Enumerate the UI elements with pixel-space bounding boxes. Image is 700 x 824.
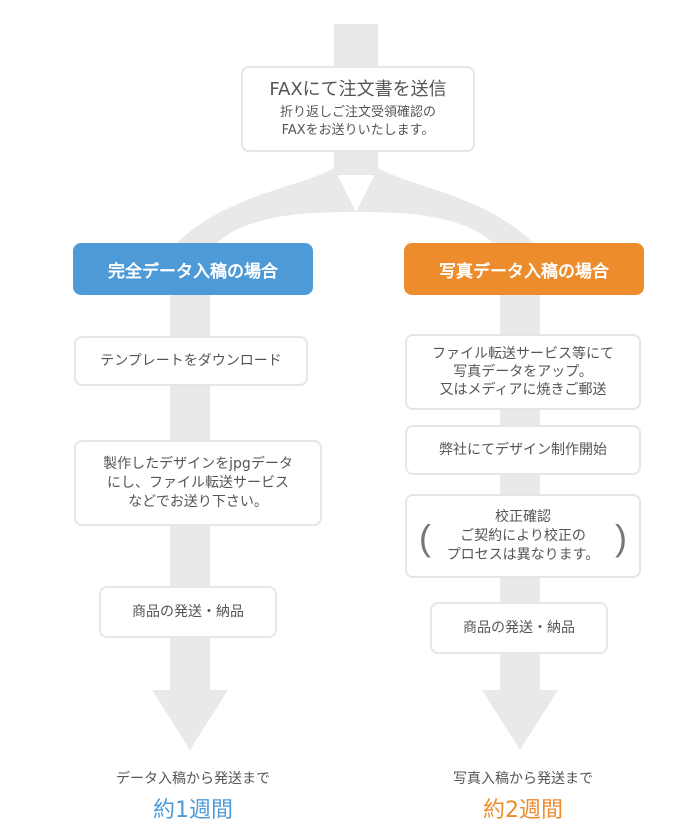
fax-title: FAXにて注文書を送信 (269, 79, 447, 100)
right-arrowhead (482, 690, 558, 750)
right-step-proof-check: ( 校正確認 ご契約により校正の プロセスは異なります。 ) (405, 494, 641, 578)
fax-subtext-1: 折り返しご注文受領確認の (279, 105, 436, 120)
right-step3-line2: ご契約により校正の (460, 527, 586, 544)
left-step2-line2: にし、ファイル転送サービス (107, 474, 289, 491)
fax-subtext-2: FAXをお送りいたします。 (281, 123, 435, 138)
right-step1-line1: ファイル転送サービス等にて (432, 346, 614, 362)
left-arrowhead (152, 690, 228, 750)
right-step3-line1: 校正確認 (495, 508, 551, 525)
right-step2-text: 弊社にてデザイン制作開始 (439, 441, 607, 458)
right-path-header: 写真データ入稿の場合 (404, 243, 644, 295)
right-footer-duration: 約2週間 (483, 798, 563, 823)
left-step-delivery: 商品の発送・納品 (99, 586, 277, 638)
left-path-header: 完全データ入稿の場合 (73, 243, 313, 295)
left-step2-line1: 製作したデザインをjpgデータ (103, 455, 293, 472)
right-step3-line3: プロセスは異なります。 (446, 546, 600, 563)
left-footer-label: データ入稿から発送まで (116, 771, 270, 787)
left-step2-line3: などでお送り下さい。 (128, 493, 268, 510)
fax-order-box: FAXにて注文書を送信 折り返しご注文受領確認の FAXをお送りいたします。 (241, 66, 475, 152)
branch-right (356, 168, 540, 250)
left-footer-duration: 約1週間 (153, 798, 233, 823)
left-step3-text: 商品の発送・納品 (132, 603, 244, 620)
right-step-upload-photos: ファイル転送サービス等にて 写真データをアップ。 又はメディアに焼きご郵送 (405, 334, 641, 410)
right-step1-line3: 又はメディアに焼きご郵送 (439, 382, 607, 398)
left-step1-text: テンプレートをダウンロード (100, 352, 282, 369)
right-step-design-start: 弊社にてデザイン制作開始 (405, 425, 641, 475)
paren-open: ( (419, 517, 431, 558)
right-footer-label: 写真入稿から発送まで (453, 771, 593, 787)
right-step1-line2: 写真データをアップ。 (453, 364, 593, 380)
left-step-send-data: 製作したデザインをjpgデータ にし、ファイル転送サービス などでお送り下さい。 (74, 440, 322, 526)
right-step4-text: 商品の発送・納品 (463, 619, 575, 636)
left-step-download-template: テンプレートをダウンロード (74, 336, 308, 386)
paren-close: ) (615, 517, 627, 558)
right-step-delivery: 商品の発送・納品 (430, 602, 608, 654)
branch-left (170, 168, 356, 250)
